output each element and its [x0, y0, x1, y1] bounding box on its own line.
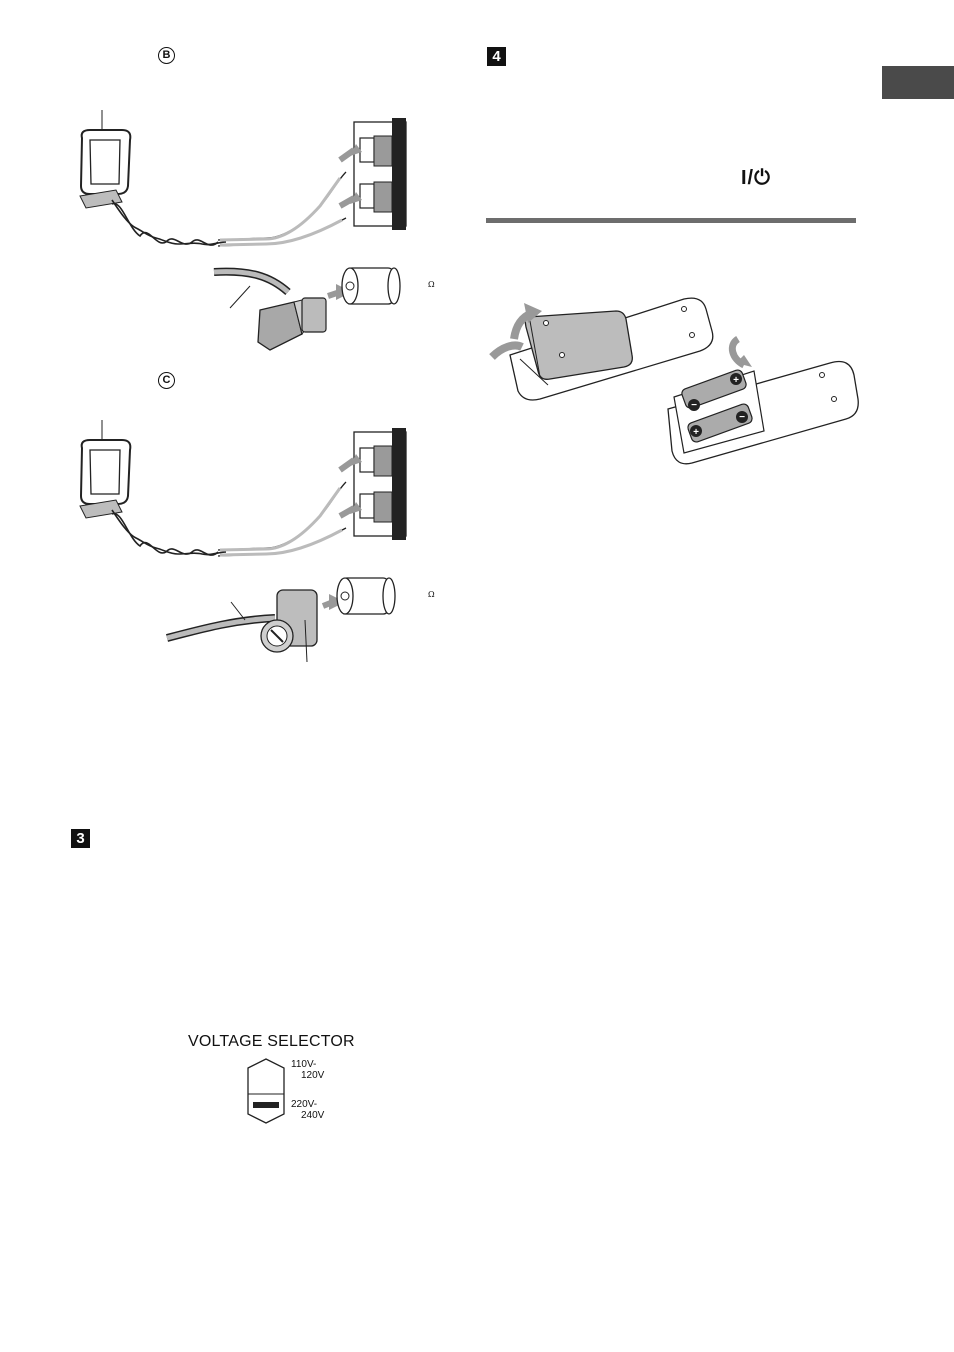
battery-2-plus: + [693, 427, 699, 438]
diagram-b-am-antenna-illustration [79, 110, 407, 247]
section-side-tab [882, 66, 954, 99]
step-4-marker: 4 [487, 47, 506, 66]
voltage-option-220-line2: 240V [301, 1110, 325, 1121]
diagram-c-am-antenna-illustration [79, 420, 407, 557]
voltage-selector-switch-illustration [247, 1058, 285, 1124]
battery-1-plus: + [733, 375, 739, 386]
voltage-option-110-line2: 120V [301, 1070, 325, 1081]
diagram-b-ohm-label: Ω [428, 280, 435, 289]
battery-2-minus: − [739, 412, 745, 423]
section-divider [486, 218, 856, 223]
voltage-selector-title: VOLTAGE SELECTOR [188, 1033, 355, 1050]
power-button-symbol: I/⏻ [741, 167, 771, 189]
step-3-marker: 3 [71, 829, 90, 848]
remote-control-batteries-illustration: − + + − [667, 336, 859, 465]
battery-1-minus: − [691, 400, 697, 411]
diagram-c-ohm-label: Ω [428, 590, 435, 599]
diagram-c-fm-connector-illustration [165, 577, 396, 663]
voltage-option-110-line1: 110V- [291, 1059, 317, 1070]
remote-control-cover-illustration [489, 297, 714, 401]
voltage-option-220-line1: 220V- [291, 1099, 318, 1110]
diagram-b-fm-connector-illustration [213, 267, 401, 351]
diagram-c-marker: C [158, 372, 175, 389]
diagram-b-marker: B [158, 47, 175, 64]
